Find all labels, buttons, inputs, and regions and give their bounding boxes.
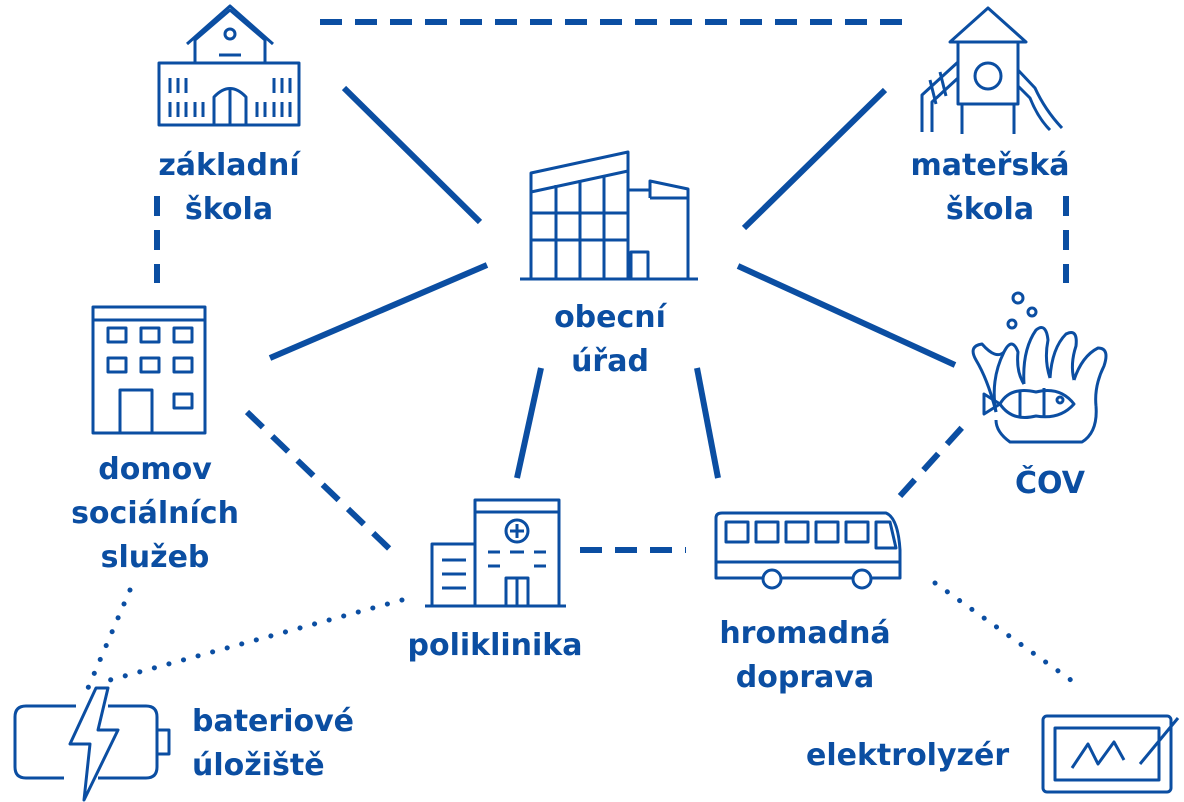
- label-zakladni-skola: základní škola: [158, 148, 300, 227]
- solid-connections: [268, 85, 957, 479]
- playground-slide-icon: [920, 6, 1064, 134]
- hospital-icon: [425, 498, 566, 608]
- battery-charging-icon: [13, 686, 171, 802]
- office-building-icon: [520, 150, 698, 281]
- label-poliklinika: poliklinika: [407, 628, 583, 663]
- connector-urad-doprava: [694, 367, 721, 479]
- apartment-building-icon: [91, 305, 207, 435]
- connector-urad-cov: [736, 263, 957, 368]
- label-elektrolyzer: elektrolyzér: [806, 738, 1010, 773]
- label-cov: ČOV: [1015, 466, 1085, 501]
- label-baterie: bateriové úložiště: [192, 704, 354, 783]
- school-icon: [157, 4, 301, 127]
- dotted-connections: [85, 580, 1085, 691]
- label-materska-skola: mateřská škola: [910, 148, 1070, 227]
- connector-doprava-elektrolyzer: [932, 580, 1085, 691]
- connector-urad-poliklinika: [514, 367, 544, 479]
- bus-icon: [714, 511, 902, 590]
- electrolyzer-icon: [1041, 714, 1180, 794]
- label-obecni-urad: obecní úřad: [554, 300, 666, 379]
- connector-urad-zakladni: [341, 85, 483, 225]
- connector-doprava-cov: [897, 419, 970, 499]
- connector-poliklinika-baterie: [107, 597, 405, 683]
- label-doprava: hromadná doprava: [719, 616, 891, 695]
- label-domov: domov sociálních služeb: [71, 452, 239, 575]
- connector-urad-materska: [741, 87, 888, 231]
- coral-fish-icon: [971, 291, 1108, 444]
- connector-urad-domov: [268, 262, 489, 361]
- connector-domov-baterie: [85, 587, 133, 691]
- dashed-connections: [154, 19, 1069, 560]
